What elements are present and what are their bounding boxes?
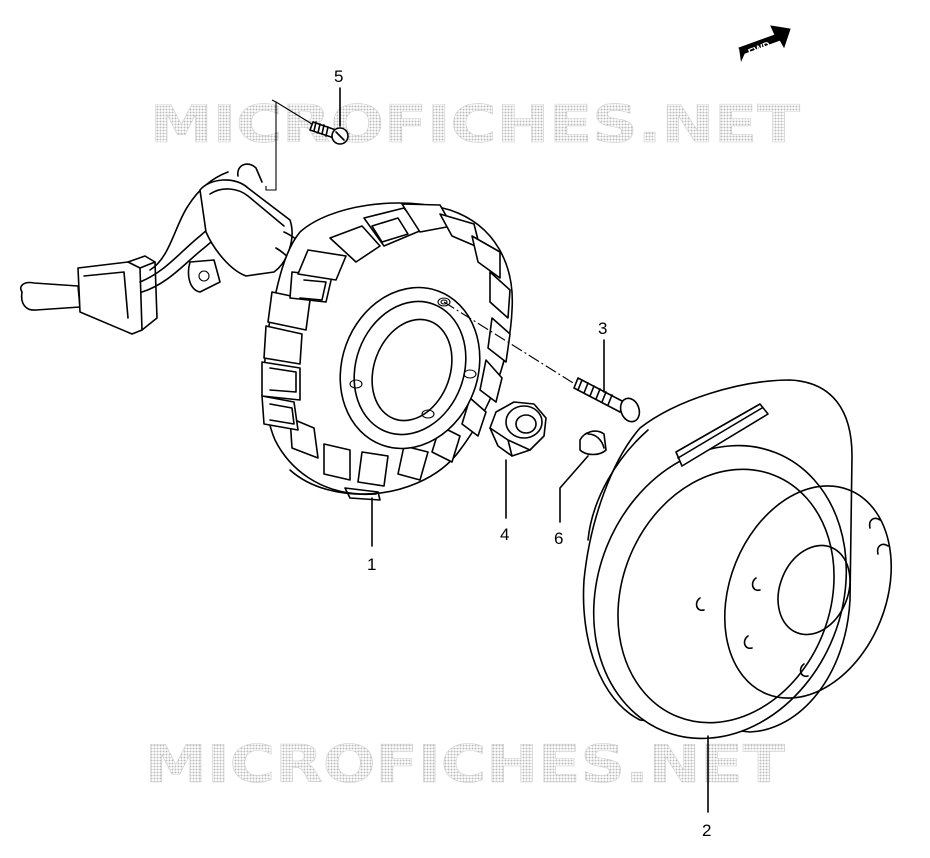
fwd-label: FWD [747, 40, 772, 59]
rotor-flywheel-part-2 [582, 379, 893, 740]
leader-5-bracket-link [275, 101, 313, 125]
watermark-top: MICROFICHES.NET [150, 95, 801, 156]
watermark-text: MICROFICHES.NET [150, 95, 801, 155]
callout-5: 5 [334, 67, 343, 86]
callout-4: 4 [500, 525, 509, 544]
watermark-text: MICROFICHES.NET [145, 735, 786, 795]
callout-2: 2 [702, 821, 711, 840]
callout-1: 1 [367, 555, 376, 574]
callout-3: 3 [598, 319, 607, 338]
nut-part-4 [489, 401, 547, 457]
axis-centerline [443, 301, 579, 387]
callout-6: 6 [554, 529, 563, 548]
key-part-6 [579, 430, 607, 456]
fwd-arrow-icon: FWD [738, 25, 791, 62]
leader-6 [559, 455, 589, 523]
watermark-bottom: MICROFICHES.NET [145, 735, 786, 796]
screw-small-part-5 [309, 121, 349, 145]
stator-assembly [261, 202, 514, 501]
leader-5-bracket [265, 99, 277, 191]
screw-long-part-3 [573, 377, 641, 423]
